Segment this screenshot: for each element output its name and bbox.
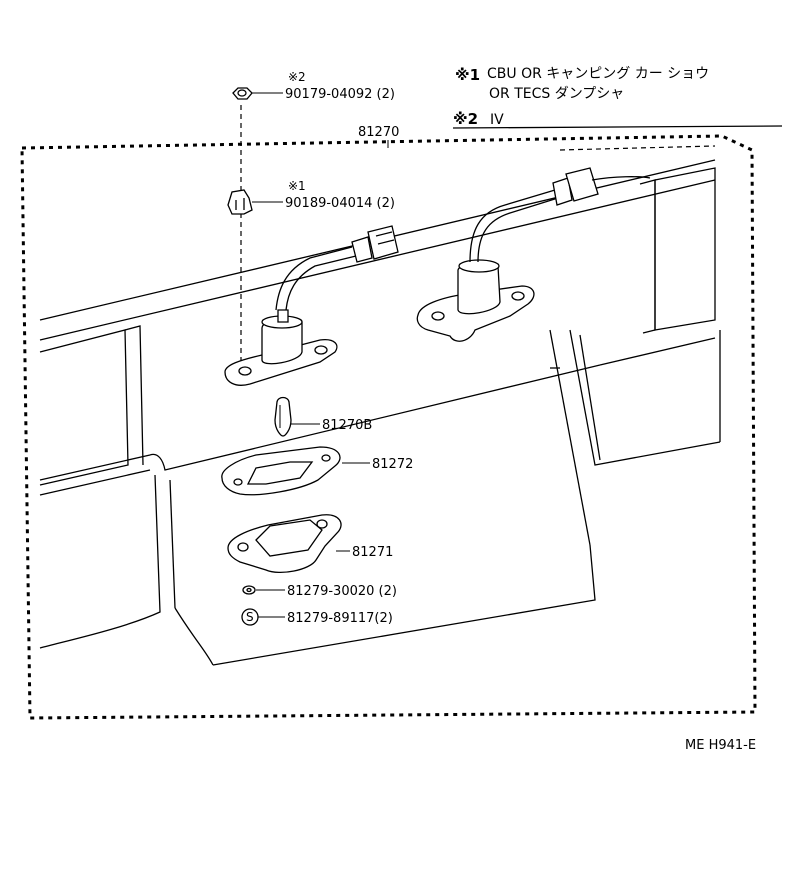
- washer-icon: [242, 585, 256, 595]
- note1-line1: CBU OR キャンピング カー ショウ: [487, 66, 709, 82]
- note1-line2: OR TECS ダンプシャ: [489, 86, 624, 102]
- part-mark-90189: ※1: [288, 179, 306, 193]
- screw-mark: S: [246, 610, 254, 624]
- part-mark-90179: ※2: [288, 70, 306, 84]
- gasket-icon: [221, 446, 341, 496]
- note2-mark: ※2: [453, 110, 478, 128]
- bulb-icon: [274, 396, 292, 437]
- part-number-81271: 81271: [352, 545, 393, 560]
- clip-nut-icon: [227, 189, 253, 215]
- note2-text: IV: [490, 112, 504, 128]
- note-underline: [452, 125, 783, 129]
- part-number-81272: 81272: [372, 457, 413, 472]
- nut-icon: [232, 87, 253, 100]
- note-block: ※1 CBU OR キャンピング カー ショウ OR TECS ダンプシャ ※2…: [452, 66, 783, 129]
- lamp-socket-icon: [224, 225, 399, 386]
- part-number-81279-89117: 81279-89117(2): [287, 611, 393, 626]
- part-number-81270B: 81270B: [322, 418, 372, 433]
- part-number-81279-30020: 81279-30020 (2): [287, 584, 397, 599]
- installed-lamp-icon: [416, 167, 651, 342]
- diagram-code: ME H941-E: [685, 738, 756, 753]
- note1-mark: ※1: [455, 66, 480, 84]
- lens-icon: [227, 514, 342, 574]
- assembly-part-number: 81270: [358, 125, 399, 140]
- vehicle-body: [39, 145, 721, 666]
- part-number-90189: 90189-04014 (2): [285, 196, 395, 211]
- screw-icon: S: [241, 608, 259, 626]
- part-number-90179: 90179-04092 (2): [285, 87, 395, 102]
- assembly-boundary: [20, 134, 757, 720]
